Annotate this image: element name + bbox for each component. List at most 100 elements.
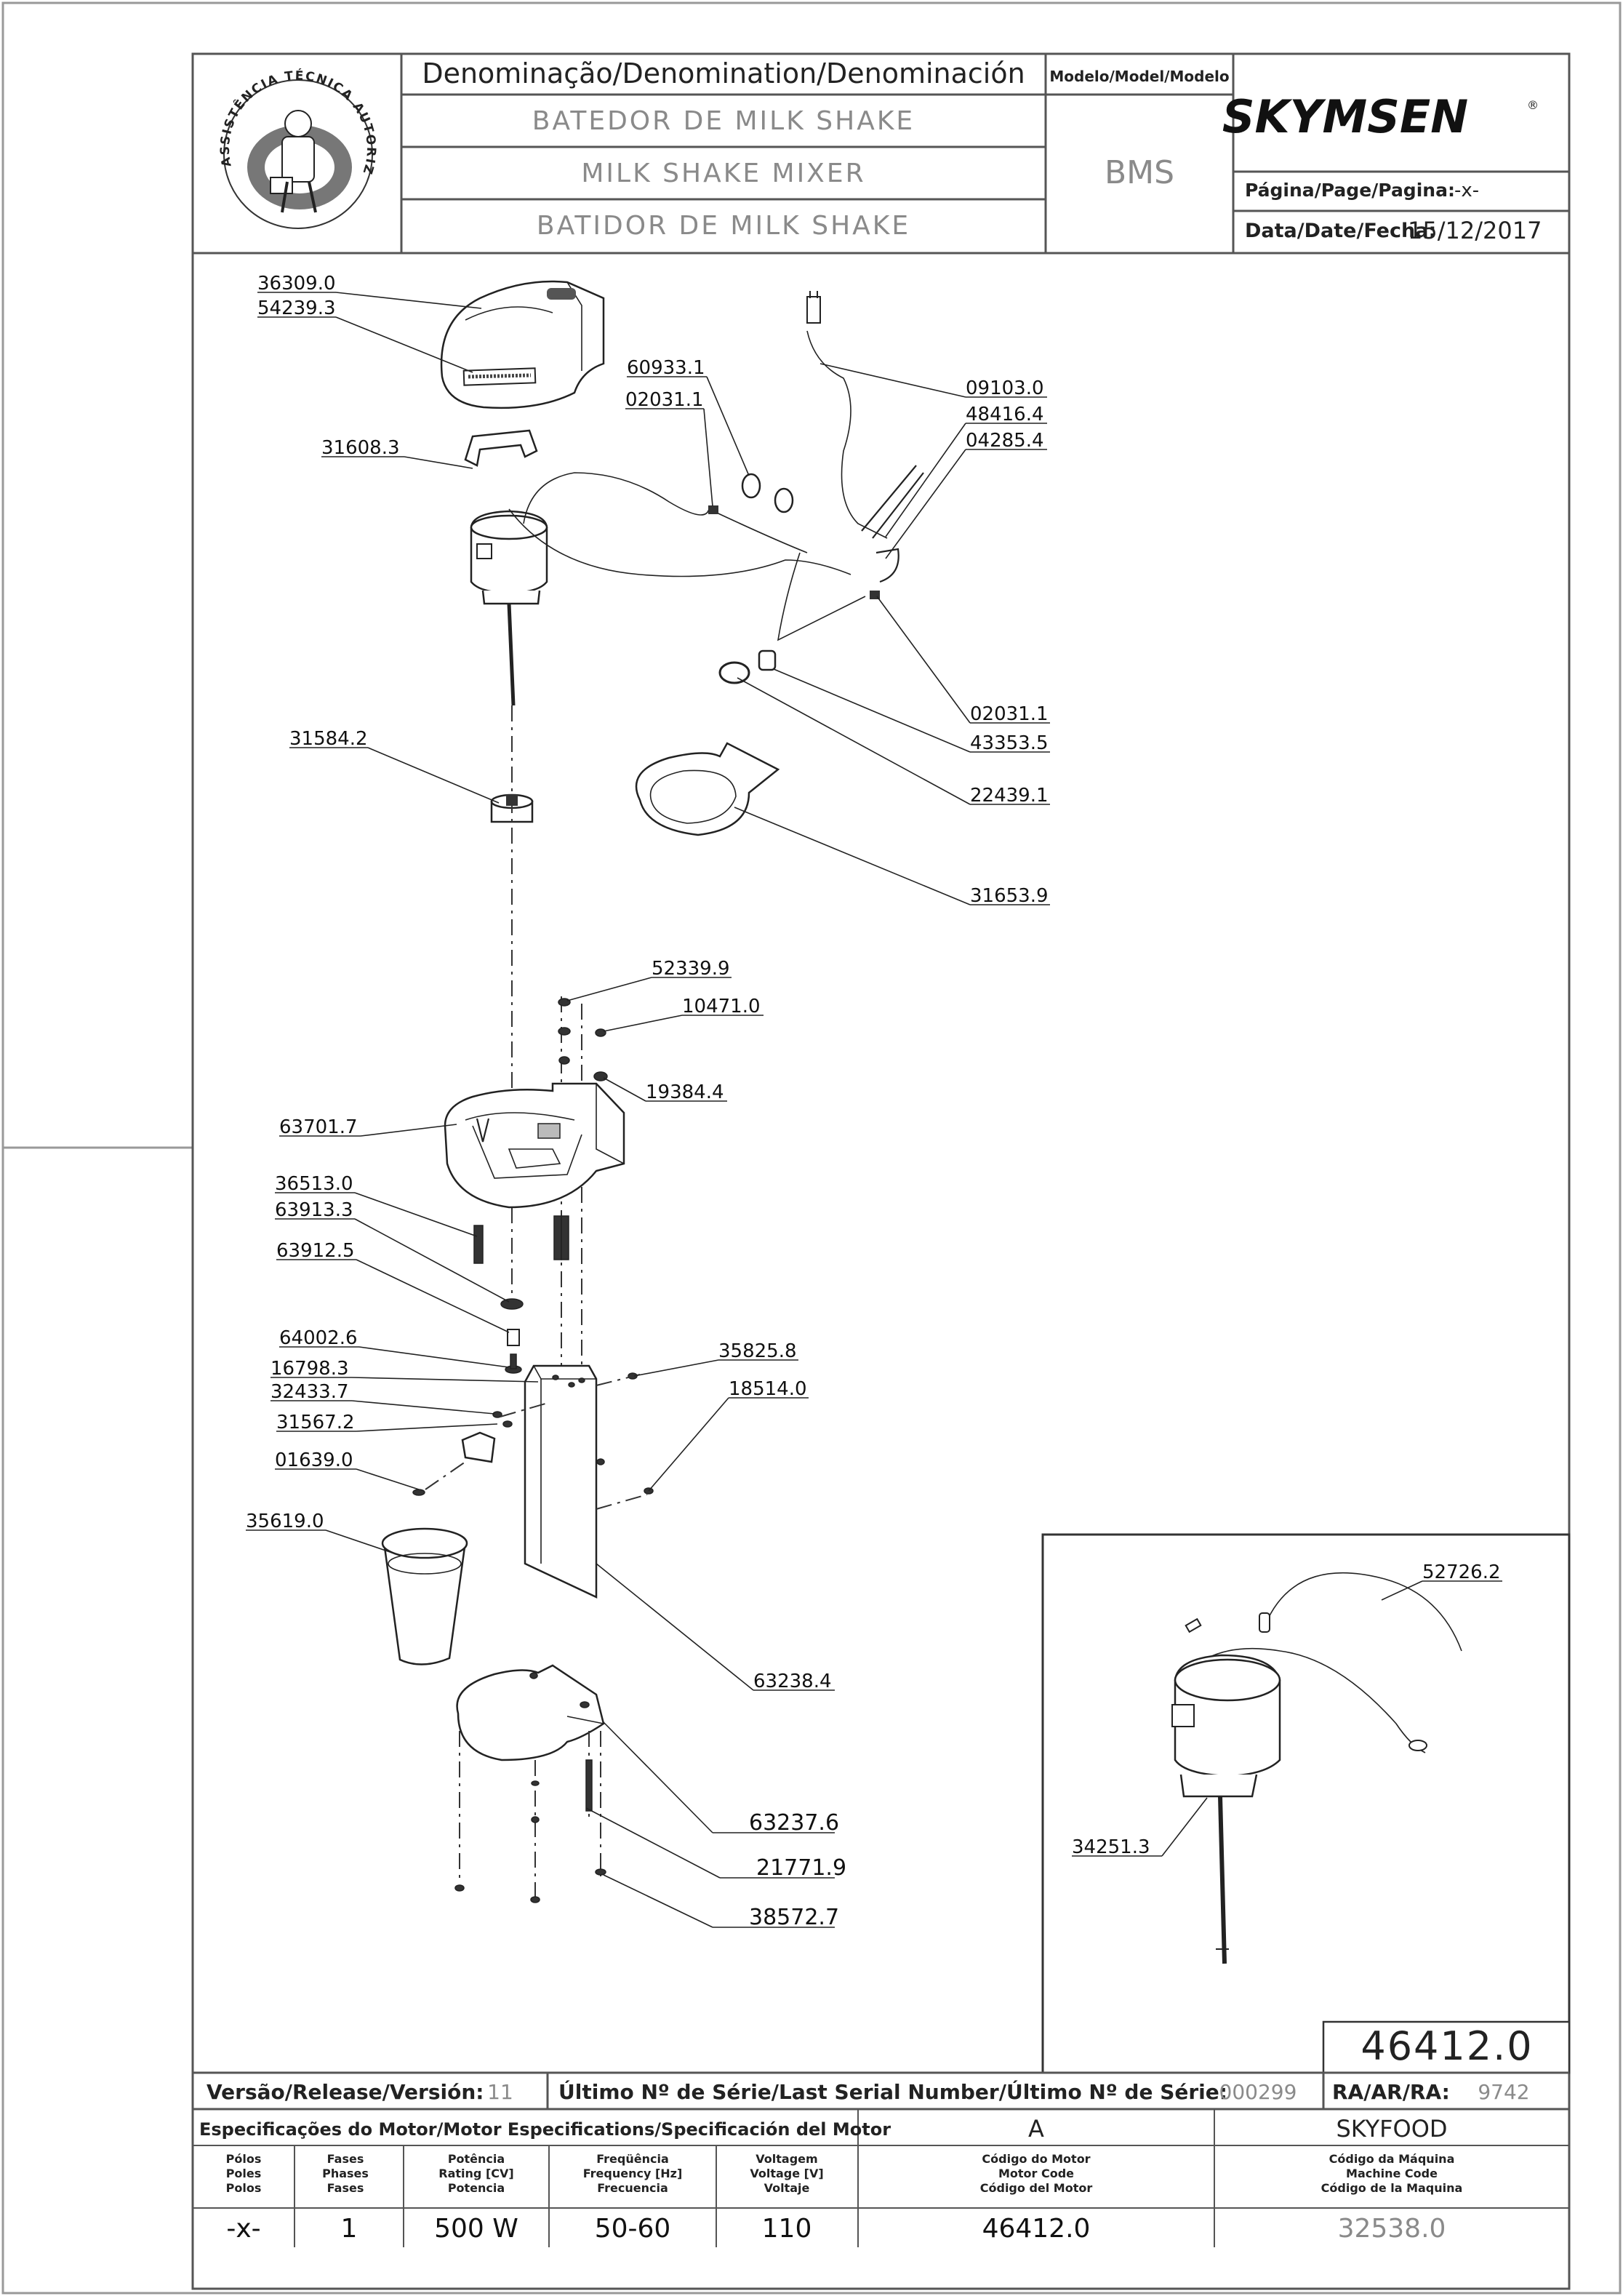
cup-holder-ring: [635, 742, 780, 836]
col-phases-en: Phases: [322, 2167, 369, 2180]
col-rating-es: Potencia: [448, 2181, 505, 2195]
col-rating-en: Rating [CV]: [438, 2167, 513, 2180]
model-label: Modelo/Model/Modelo: [1049, 68, 1229, 85]
page-label: Página/Page/Pagina:: [1245, 180, 1455, 201]
release-label: Versão/Release/Versión:: [207, 2080, 484, 2104]
switch-assembly: [412, 1372, 654, 1510]
page-value: -x-: [1454, 180, 1479, 201]
date-label: Data/Date/Fecha:: [1245, 220, 1436, 242]
part-label: 02031.1: [970, 703, 1049, 725]
detail-motor-code: 46412.0: [1360, 2023, 1533, 2069]
part-label: 64002.6: [279, 1327, 358, 1349]
model-value: BMS: [1105, 154, 1174, 191]
voltage-value: 110: [762, 2214, 812, 2244]
col-motor-code-pt: Código do Motor: [982, 2152, 1090, 2166]
poles-value: -x-: [226, 2214, 260, 2244]
part-label: 02031.1: [625, 389, 704, 411]
part-label: 63238.4: [753, 1671, 832, 1692]
part-label: 32433.7: [270, 1381, 349, 1403]
motor: [470, 510, 548, 706]
part-label: 48416.4: [966, 404, 1044, 425]
part-label: 31653.9: [970, 885, 1049, 907]
col-voltage-en: Voltage [V]: [750, 2167, 823, 2180]
customer-value: SKYFOOD: [1336, 2115, 1447, 2143]
top-hardware: [558, 998, 608, 1081]
col-machine-code-en: Machine Code: [1346, 2167, 1438, 2180]
exploded-view: 36309.0 54239.3 31608.3 60933.1 02031.1 …: [246, 273, 1050, 1930]
product-name-en: MILK SHAKE MIXER: [581, 159, 865, 188]
part-label: 31608.3: [321, 437, 400, 459]
screws: [473, 1215, 569, 1374]
ra-label: RA/AR/RA:: [1332, 2080, 1450, 2104]
part-label: 18514.0: [729, 1378, 807, 1400]
col-frequency-en: Frequency [Hz]: [583, 2167, 683, 2180]
rating-value: 500 W: [434, 2214, 518, 2244]
part-labels: 36309.0 54239.3 31608.3 60933.1 02031.1 …: [246, 273, 1050, 1930]
ra-value: 9742: [1478, 2080, 1529, 2104]
part-label: 21771.9: [756, 1855, 846, 1881]
part-label: 22439.1: [970, 785, 1049, 807]
part-label: 10471.0: [682, 996, 761, 1017]
col-voltage-es: Voltaje: [764, 2181, 810, 2195]
part-label: 19384.4: [646, 1081, 724, 1103]
title-block: Denominação/Denomination/Denominación BA…: [193, 54, 1569, 255]
col-rating-pt: Potência: [448, 2152, 505, 2166]
footer-table: Versão/Release/Versión: 11 Último Nº de …: [193, 2071, 1569, 2247]
col-machine-code-es: Código de la Maquina: [1321, 2181, 1463, 2195]
head-housing: [444, 1082, 625, 1209]
col-phases-pt: Fases: [327, 2152, 364, 2166]
part-label: 52726.2: [1422, 1561, 1501, 1583]
col-voltage-pt: Voltagem: [756, 2152, 817, 2166]
part-label: 34251.3: [1072, 1836, 1150, 1858]
variant-value: A: [1028, 2115, 1044, 2143]
part-label: 35825.8: [718, 1340, 797, 1362]
col-phases-es: Fases: [327, 2181, 364, 2195]
wiring-harness: [508, 291, 924, 684]
part-label: 38572.7: [749, 1905, 839, 1930]
product-name-es: BATIDOR DE MILK SHAKE: [537, 211, 910, 241]
denomination-label: Denominação/Denomination/Denominación: [422, 57, 1025, 89]
col-frequency-es: Frecuencia: [597, 2181, 668, 2195]
bracket: [464, 429, 538, 467]
part-label: 63701.7: [279, 1116, 358, 1138]
authorized-service-seal: ASSISTÊNCIA TÉCNICA AUTORIZADA: [0, 0, 377, 229]
part-label: 54239.3: [257, 297, 336, 319]
part-label: 04285.4: [966, 430, 1044, 452]
part-label: 01639.0: [275, 1449, 353, 1471]
frequency-value: 50-60: [595, 2214, 671, 2244]
col-frequency-pt: Freqüência: [596, 2152, 669, 2166]
part-label: 35619.0: [246, 1511, 324, 1532]
release-value: 11: [487, 2080, 513, 2104]
date-value: 15/12/2017: [1408, 217, 1542, 244]
cup: [381, 1527, 468, 1665]
product-name-pt: BATEDOR DE MILK SHAKE: [532, 106, 915, 136]
brand-logo: SKYMSEN: [1222, 90, 1468, 143]
part-label: 63912.5: [276, 1240, 355, 1262]
col-poles-es: Polos: [226, 2181, 262, 2195]
col-poles-en: Poles: [226, 2167, 262, 2180]
base: [454, 1664, 606, 1903]
col-machine-code-pt: Código da Máquina: [1329, 2152, 1455, 2166]
part-label: 09103.0: [966, 377, 1044, 399]
part-label: 43353.5: [970, 732, 1049, 754]
motor-spec-label: Especificações do Motor/Motor Especifica…: [199, 2119, 891, 2140]
motor-cover: [440, 280, 605, 409]
part-label: 63237.6: [749, 1810, 839, 1836]
col-motor-code-es: Código del Motor: [980, 2181, 1093, 2195]
drawing-frame: [191, 52, 1571, 2290]
col-poles-pt: Pólos: [226, 2152, 262, 2166]
part-label: 31584.2: [289, 728, 368, 750]
part-label: 60933.1: [627, 357, 705, 379]
serial-label: Último Nº de Série/Last Serial Number/Úl…: [558, 2079, 1227, 2104]
part-label: 36513.0: [275, 1173, 353, 1195]
part-label: 52339.9: [652, 958, 730, 980]
part-label: 16798.3: [270, 1358, 349, 1380]
motor-detail-inset: 52726.2 34251.3 46412.0: [1041, 1533, 1571, 2074]
col-motor-code-en: Motor Code: [998, 2167, 1074, 2180]
part-label: 31567.2: [276, 1412, 355, 1433]
phases-value: 1: [341, 2214, 358, 2244]
part-label: 36309.0: [257, 273, 336, 295]
machine-code-value: 32538.0: [1338, 2214, 1446, 2244]
